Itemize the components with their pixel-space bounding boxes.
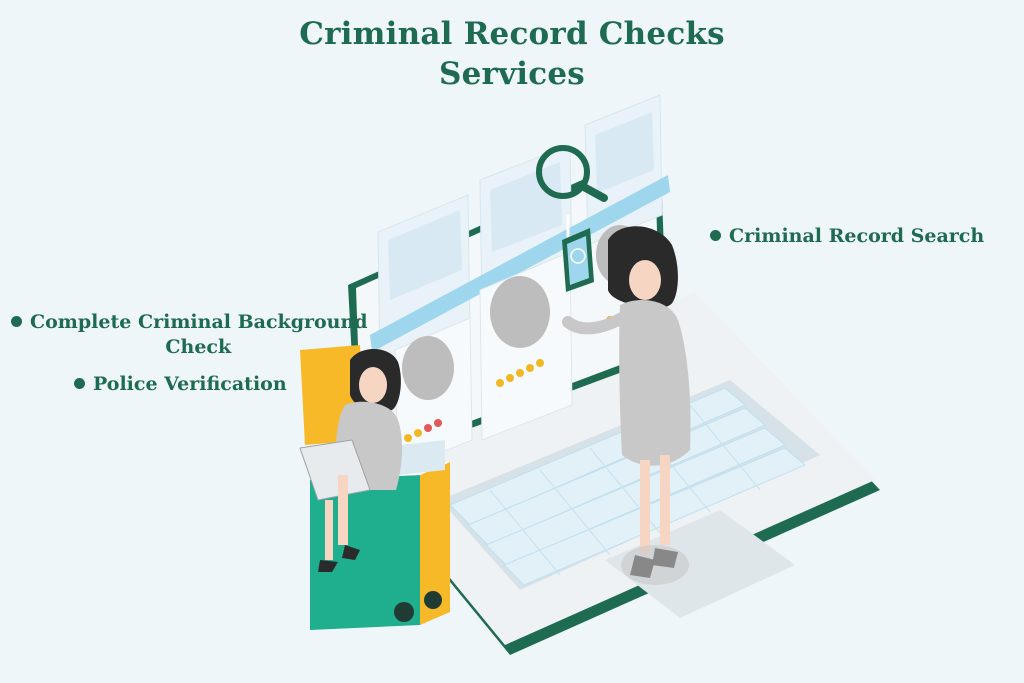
sitting-woman bbox=[299, 348, 403, 572]
magnifier-icon bbox=[536, 145, 608, 240]
label-text: Police Verification bbox=[93, 373, 287, 395]
page-title: Criminal Record Checks Services bbox=[0, 14, 1024, 94]
label-text: Check bbox=[165, 336, 232, 358]
bullet-dot bbox=[74, 378, 85, 389]
label-text: Criminal Record Search bbox=[729, 225, 985, 247]
binders bbox=[300, 345, 450, 630]
laptop-base bbox=[345, 292, 880, 655]
label-text: Complete Criminal Background bbox=[30, 311, 368, 333]
floating-panels bbox=[370, 94, 670, 371]
tablet-icon bbox=[562, 228, 594, 292]
title-line-2: Services bbox=[439, 56, 585, 92]
bullet-dot bbox=[710, 230, 721, 241]
police-verification-label: Police Verification bbox=[74, 372, 287, 397]
standing-woman bbox=[562, 226, 691, 585]
title-line-1: Criminal Record Checks bbox=[299, 16, 725, 52]
background-check-label: Complete Criminal Background Check bbox=[11, 310, 368, 360]
keyboard bbox=[449, 387, 806, 586]
trackpad bbox=[605, 510, 795, 618]
bullet-dot bbox=[11, 316, 22, 327]
criminal-record-search-label: Criminal Record Search bbox=[710, 224, 984, 249]
